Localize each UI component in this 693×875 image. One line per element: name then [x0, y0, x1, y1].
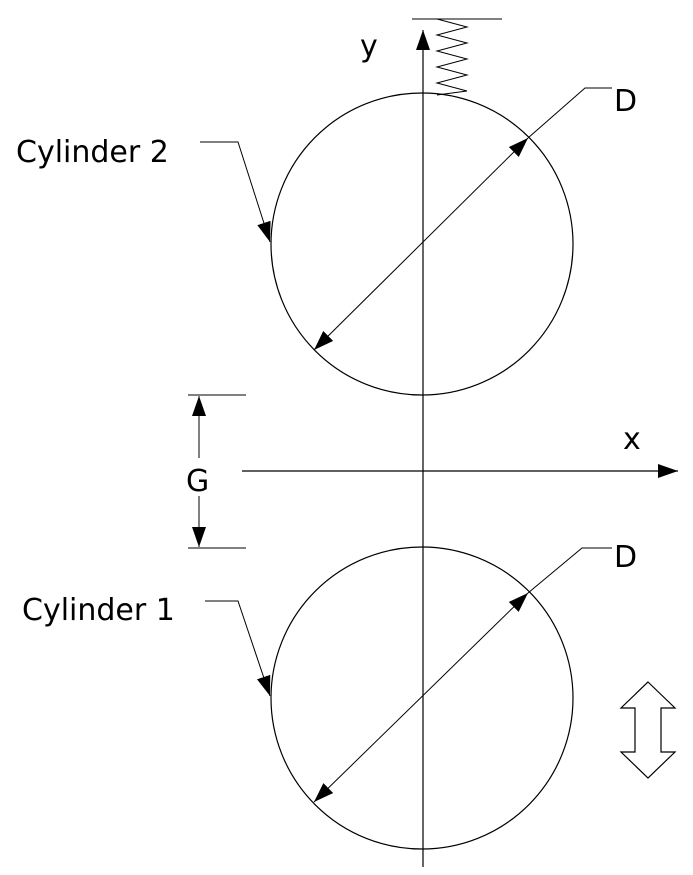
cylinder-top-diameter-leader [527, 87, 612, 139]
cylinder-bottom-leader [205, 600, 271, 697]
cylinder-top-diameter-line [313, 137, 529, 351]
cylinder-bottom-diameter-leader [527, 547, 612, 594]
cylinder-top-diameter-label: D [614, 84, 637, 119]
cylinder-bottom-diameter-line [313, 592, 529, 803]
y-axis-label: y [360, 29, 378, 64]
cylinder-bottom-label: Cylinder 1 [22, 593, 175, 628]
x-axis-label: x [623, 422, 641, 457]
cylinder-top-label: Cylinder 2 [16, 135, 169, 170]
cylinder-top [270, 92, 574, 396]
double-arrow-icon [619, 681, 677, 779]
cylinder-bottom-diameter-label: D [614, 540, 637, 575]
cylinder-top-leader [200, 141, 271, 243]
spring-icon [412, 18, 502, 96]
cylinder-bottom [270, 546, 574, 850]
gap-label: G [186, 464, 209, 499]
